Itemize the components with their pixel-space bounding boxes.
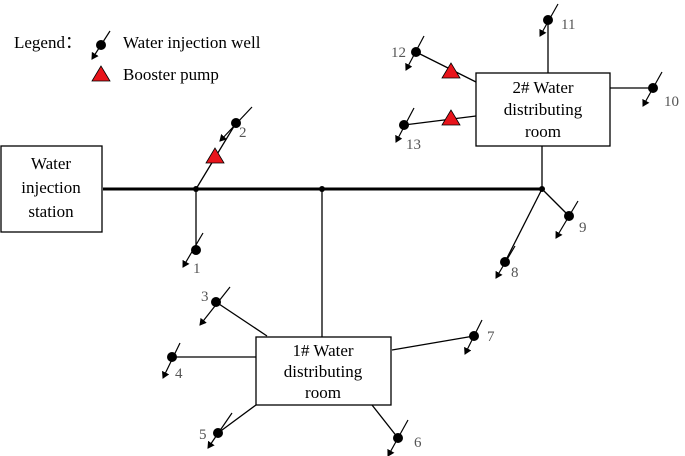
station-label-line2: injection <box>21 178 81 197</box>
branch-well3 <box>215 301 268 337</box>
booster-pumps <box>205 62 461 164</box>
branch-well6 <box>371 404 399 439</box>
water-injection-well-icon <box>464 319 483 355</box>
water-injection-well-icon <box>495 245 516 279</box>
branch-well8 <box>504 188 543 263</box>
junction-dot <box>539 186 545 192</box>
well-label-13: 13 <box>406 137 421 153</box>
branch-well7 <box>391 335 475 351</box>
room2-label-line3: room <box>525 122 561 141</box>
water-injection-well-icon <box>387 419 409 456</box>
legend: Legend： Water injection well Booster pum… <box>14 30 261 84</box>
water-injection-well-icon <box>642 71 663 107</box>
junction-dot <box>193 186 199 192</box>
room2-label-line2: distributing <box>504 100 583 119</box>
legend-title: Legend： <box>14 33 82 52</box>
well-label-5: 5 <box>199 427 207 443</box>
branch-well5 <box>217 404 257 434</box>
water-injection-well-icon <box>199 286 231 326</box>
water-injection-well-icon <box>162 342 181 379</box>
well-label-6: 6 <box>414 435 422 451</box>
well-label-8: 8 <box>511 265 519 281</box>
branch-well13 <box>403 115 477 126</box>
legend-pump-icon <box>91 65 111 82</box>
legend-pump-label: Booster pump <box>123 65 219 84</box>
room2-label-line1: 2# Water <box>512 78 573 97</box>
well-label-7: 7 <box>487 329 495 345</box>
station-label-line3: station <box>28 202 74 221</box>
junctions <box>193 186 545 192</box>
room1-label-line2: distributing <box>284 362 363 381</box>
well-labels: 1 2 3 4 5 6 7 8 9 10 11 12 13 <box>175 17 679 451</box>
water-injection-well-icon <box>539 3 559 37</box>
branch-well12 <box>415 51 477 83</box>
well-label-10: 10 <box>664 94 679 110</box>
booster-pump-icon <box>441 109 461 126</box>
water-injection-well-icon <box>207 412 233 449</box>
wells <box>162 3 663 456</box>
branch-well9 <box>541 188 570 217</box>
water-injection-well-icon <box>219 106 253 142</box>
water-distributing-room-1: 1# Water distributing room <box>255 336 392 406</box>
pipelines <box>103 20 653 439</box>
water-injection-well-icon <box>182 232 204 268</box>
well-label-12: 12 <box>391 45 406 61</box>
station-label-line1: Water <box>31 154 71 173</box>
booster-pump-icon <box>441 62 461 79</box>
legend-well-icon <box>91 30 111 60</box>
well-label-2: 2 <box>239 125 247 141</box>
legend-well-label: Water injection well <box>123 33 261 52</box>
water-injection-well-icon <box>395 107 415 143</box>
well-label-4: 4 <box>175 366 183 382</box>
water-injection-station: Water injection station <box>0 145 103 233</box>
room1-label-line1: 1# Water <box>292 341 353 360</box>
booster-pump-icon <box>205 147 225 164</box>
well-label-1: 1 <box>193 261 201 277</box>
well-label-3: 3 <box>201 289 209 305</box>
water-injection-well-icon <box>555 200 579 239</box>
water-injection-well-icon <box>405 35 425 71</box>
water-distributing-room-2: 2# Water distributing room <box>475 72 611 147</box>
junction-dot <box>319 186 325 192</box>
well-label-11: 11 <box>561 17 575 33</box>
room1-label-line3: room <box>305 383 341 402</box>
well-label-9: 9 <box>579 220 587 236</box>
